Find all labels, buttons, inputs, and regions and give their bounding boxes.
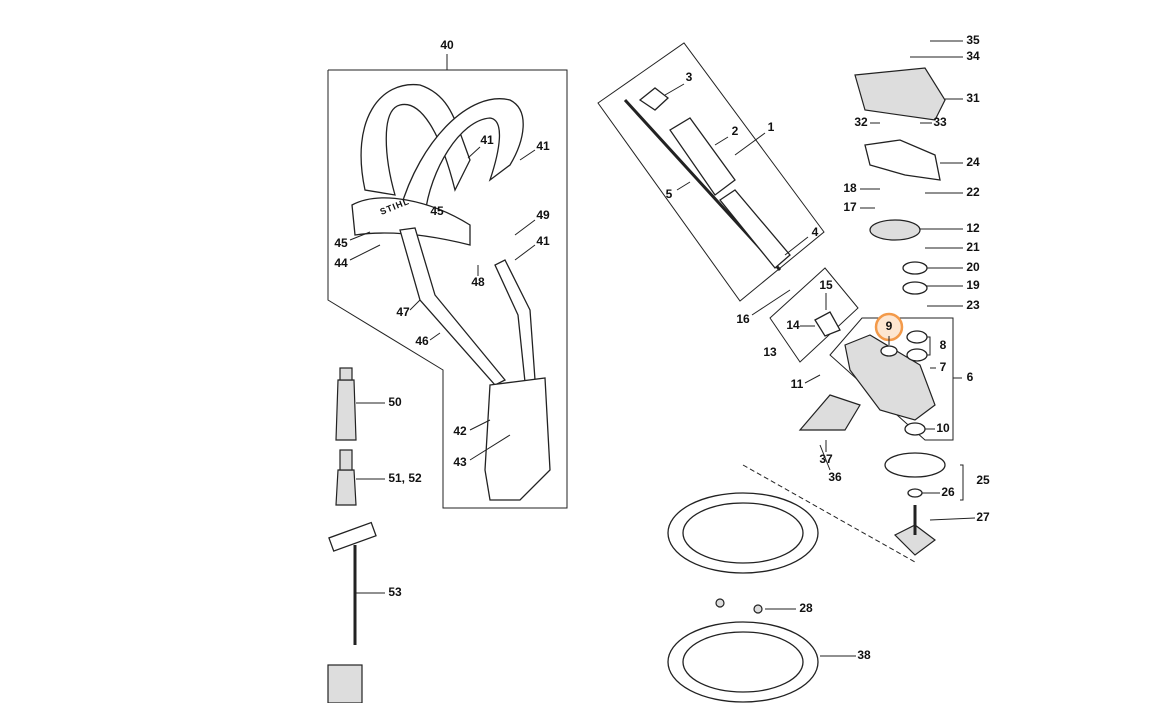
part-callout-41[interactable]: 41 [536, 139, 550, 153]
leader-line [751, 289, 791, 316]
part-callout-43[interactable]: 43 [453, 455, 467, 469]
leader-line [514, 244, 536, 261]
leader-line [664, 83, 685, 96]
part-callout-17[interactable]: 17 [843, 200, 857, 214]
part-callout-53[interactable]: 53 [388, 585, 402, 599]
part-callout-12[interactable]: 12 [966, 221, 980, 235]
part-drawings [327, 42, 954, 703]
leader-line [734, 132, 766, 156]
part-callout-8[interactable]: 8 [940, 338, 947, 352]
part-callout-32[interactable]: 32 [854, 115, 868, 129]
part-callout-3[interactable]: 3 [686, 70, 693, 84]
part-callout-34[interactable]: 34 [966, 49, 980, 63]
leader-line [429, 332, 441, 341]
leader-line [519, 149, 536, 161]
part-callout-50[interactable]: 50 [388, 395, 402, 409]
part-callout-14[interactable]: 14 [786, 318, 800, 332]
part-callout-31[interactable]: 31 [966, 91, 980, 105]
leader-line [469, 419, 491, 431]
leader-line [784, 236, 809, 256]
leader-line [929, 517, 976, 521]
part-callout-45[interactable]: 45 [334, 236, 348, 250]
part-callout-42[interactable]: 42 [453, 424, 467, 438]
part-callout-36[interactable]: 36 [828, 470, 842, 484]
leader-line [804, 374, 821, 384]
bracket [927, 336, 931, 356]
part-callout-23[interactable]: 23 [966, 298, 980, 312]
part-callout-38[interactable]: 38 [857, 648, 871, 662]
part-callout-5[interactable]: 5 [666, 187, 673, 201]
leader-line [819, 444, 831, 471]
part-callout-9[interactable]: 9 [886, 319, 893, 333]
leader-line [467, 146, 481, 159]
part-callout-15[interactable]: 15 [819, 278, 833, 292]
part-callout-41[interactable]: 41 [536, 234, 550, 248]
part-callout-24[interactable]: 24 [966, 155, 980, 169]
part-callout-33[interactable]: 33 [933, 115, 947, 129]
part-callout-10[interactable]: 10 [936, 421, 950, 435]
part-callout-48[interactable]: 48 [471, 275, 485, 289]
part-callout-2[interactable]: 2 [732, 124, 739, 138]
part-callout-1[interactable]: 1 [768, 120, 775, 134]
part-callout-22[interactable]: 22 [966, 185, 980, 199]
leader-line [676, 181, 691, 191]
part-callout-18[interactable]: 18 [843, 181, 857, 195]
part-callout-7[interactable]: 7 [940, 360, 947, 374]
part-callout-19[interactable]: 19 [966, 278, 980, 292]
part-callout-35[interactable]: 35 [966, 33, 980, 47]
part-callout-45[interactable]: 45 [430, 204, 444, 218]
part-callout-25[interactable]: 25 [976, 473, 990, 487]
part-callout-26[interactable]: 26 [941, 485, 955, 499]
part-callout-49[interactable]: 49 [536, 208, 550, 222]
part-callout-46[interactable]: 46 [415, 334, 429, 348]
part-callout-44[interactable]: 44 [334, 256, 348, 270]
part-callout-4[interactable]: 4 [812, 225, 819, 239]
part-callout-40[interactable]: 40 [440, 38, 454, 52]
leader-line [349, 231, 371, 241]
leader-line [349, 244, 381, 261]
part-callout-41[interactable]: 41 [480, 133, 494, 147]
leader-line [714, 136, 729, 146]
part-callout-27[interactable]: 27 [976, 510, 990, 524]
part-callout-16[interactable]: 16 [736, 312, 750, 326]
part-callout-20[interactable]: 20 [966, 260, 980, 274]
part-callout-21[interactable]: 21 [966, 240, 980, 254]
part-callout-28[interactable]: 28 [799, 601, 813, 615]
leader-line [409, 299, 421, 311]
part-callout-13[interactable]: 13 [763, 345, 777, 359]
part-callout-6[interactable]: 6 [967, 370, 974, 384]
bracket [960, 464, 964, 501]
part-callout-51-52[interactable]: 51, 52 [388, 471, 422, 485]
leader-line [469, 434, 511, 461]
leader-line [514, 219, 536, 236]
part-callout-47[interactable]: 47 [396, 305, 410, 319]
part-callout-11[interactable]: 11 [791, 377, 804, 391]
